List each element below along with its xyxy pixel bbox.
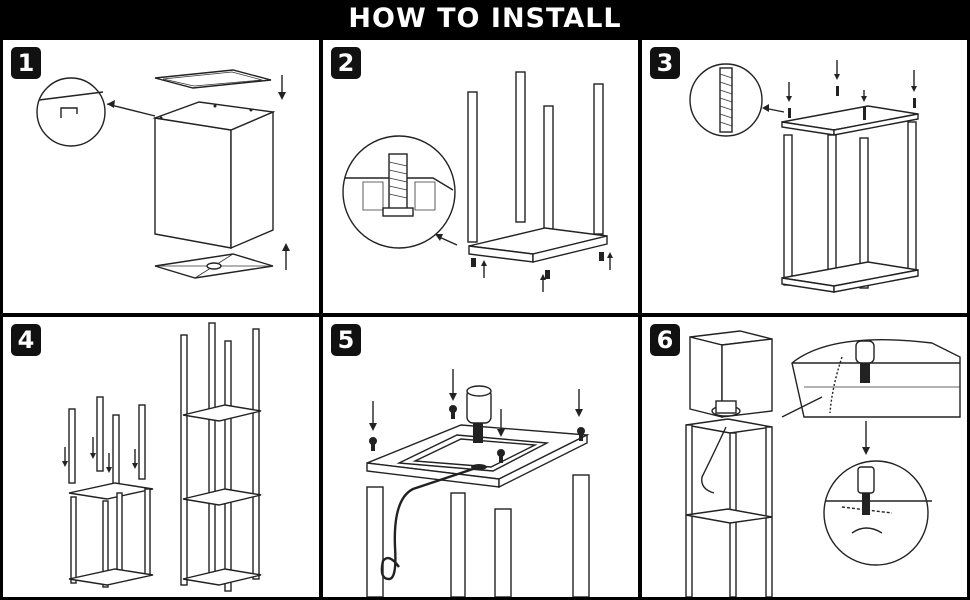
shade-front (154, 117, 232, 249)
frame-leg-3 (859, 137, 869, 289)
shade-side (721, 338, 773, 418)
lower-detail-circle (823, 460, 929, 566)
step-6-badge: 6 (650, 324, 680, 356)
power-cord (380, 465, 480, 581)
shade-top (152, 101, 276, 131)
step-3-illustration (689, 60, 919, 293)
step-5-illustration (366, 369, 590, 597)
step-2-illustration (342, 71, 613, 292)
step-1-panel: 1 (3, 40, 319, 313)
step-1-illustration (36, 69, 290, 279)
frame-leg-4 (907, 121, 917, 273)
pointer-arrow (106, 103, 156, 117)
tall-frame-shelf-2 (182, 488, 262, 506)
clip-icon (60, 107, 78, 118)
step-2-badge: 2 (331, 47, 361, 79)
leg-2 (515, 71, 526, 223)
tall-frame-shelf-3 (182, 568, 262, 586)
step-6-illustration (685, 330, 961, 597)
step-6-panel: 6 (642, 317, 967, 597)
frame-leg-1 (783, 134, 793, 286)
wing-nut (851, 527, 883, 534)
tall-frame-shelf-1 (182, 404, 262, 422)
pull-chain (701, 426, 727, 494)
frame-top (685, 418, 773, 434)
step-4-badge: 4 (11, 324, 41, 356)
leg-4 (593, 83, 604, 235)
tall-frame-leg-1 (180, 334, 188, 586)
frame-middle-shelf (685, 508, 773, 524)
header-bar: HOW TO INSTALL (0, 0, 970, 38)
shade-side (230, 110, 274, 250)
step-5-panel: 5 (323, 317, 638, 597)
upper-detail-view (791, 339, 961, 418)
step-3-badge: 3 (650, 47, 680, 79)
small-frame-top (68, 482, 154, 500)
step-1-badge: 1 (11, 47, 41, 79)
small-frame-bottom (68, 568, 154, 586)
clip-detail-circle (36, 77, 106, 147)
leg-front-right (494, 508, 512, 597)
leg-front-left (366, 486, 384, 597)
leg-1 (467, 91, 478, 243)
leg-center (450, 492, 466, 597)
top-panel (154, 69, 272, 89)
leg-back-right (572, 474, 590, 597)
page-title: HOW TO INSTALL (348, 3, 622, 34)
step-3-panel: 3 (642, 40, 967, 313)
frame-leg-2 (827, 134, 837, 286)
step-4-illustration (62, 322, 262, 592)
step-2-panel: 2 (323, 40, 638, 313)
step-4-panel: 4 (3, 317, 319, 597)
step-5-badge: 5 (331, 324, 361, 356)
